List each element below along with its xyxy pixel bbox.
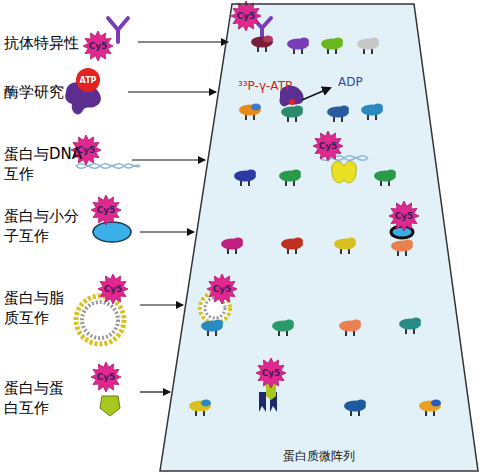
protein-spot xyxy=(239,105,261,116)
protein-spot xyxy=(369,38,379,45)
protein-spot xyxy=(201,400,211,407)
protein-spot xyxy=(221,239,243,250)
protein-spot xyxy=(403,240,413,247)
protein-spot xyxy=(327,107,349,118)
protein-spot xyxy=(333,38,343,45)
cy5-star xyxy=(207,274,237,304)
application-label: 抗体特异性 xyxy=(4,33,94,53)
dna-binding-protein xyxy=(332,161,357,183)
protein-spot xyxy=(373,104,383,111)
dye-label: Cy5 xyxy=(97,372,116,382)
protein-spot xyxy=(357,39,379,50)
phosphate-dot xyxy=(289,99,295,105)
protein-spot xyxy=(386,170,396,177)
protein-spot xyxy=(334,239,356,250)
cy5-star xyxy=(98,274,128,304)
protein-spot xyxy=(344,401,366,412)
protein-spot xyxy=(374,171,396,182)
cy5-star xyxy=(83,31,113,61)
slide-outline: 蛋白质微阵列 xyxy=(158,2,480,473)
cy5-star xyxy=(389,201,419,231)
protein-spot xyxy=(351,320,361,327)
dye-label: Cy5 xyxy=(77,145,96,155)
application-label: 蛋白与小分子互作 xyxy=(4,206,84,246)
protein-spot xyxy=(399,319,421,330)
cy5-star xyxy=(91,195,121,225)
protein-spot xyxy=(233,238,243,245)
pointer-arrows xyxy=(128,42,228,392)
protein-spot xyxy=(346,238,356,245)
protein-spot xyxy=(339,321,361,332)
slide-outline-svg xyxy=(158,2,480,473)
protein-spot xyxy=(279,171,301,182)
application-label: 蛋白与蛋白互作 xyxy=(4,378,68,418)
protein-spot xyxy=(284,320,294,327)
liposome-icon xyxy=(76,296,124,344)
dye-label: Cy5 xyxy=(395,211,414,221)
protein-pair xyxy=(259,384,277,412)
protein-spot xyxy=(281,107,303,118)
protein-spot xyxy=(251,37,273,48)
slide-fill xyxy=(160,4,478,471)
application-label: 蛋白与DNA互作 xyxy=(4,144,84,184)
dye-label: Cy5 xyxy=(319,141,338,151)
protein-spot xyxy=(431,400,441,407)
dye-label: Cy5 xyxy=(237,11,256,21)
protein-probe-icon xyxy=(100,396,120,416)
atp-circle xyxy=(76,68,100,92)
protein-spot xyxy=(321,39,343,50)
cy5-star xyxy=(313,131,343,161)
protein-spot xyxy=(291,170,301,177)
protein-spot xyxy=(281,239,303,250)
slide-border xyxy=(160,4,478,471)
protein-spot xyxy=(201,321,223,332)
protein-spot xyxy=(234,171,256,182)
protein-spot xyxy=(272,321,294,332)
cy5-star xyxy=(231,1,261,31)
molecule-label: ³³P-γ-ATP xyxy=(238,79,292,93)
application-label: 酶学研究 xyxy=(4,82,76,102)
protein-spot xyxy=(287,39,309,50)
slide-caption: 蛋白质微阵列 xyxy=(283,449,355,463)
cy5-star xyxy=(91,362,121,392)
application-label: 蛋白与脂质互作 xyxy=(4,288,68,328)
dye-label: Cy5 xyxy=(97,205,116,215)
dye-label: Cy5 xyxy=(89,41,108,51)
dye-label: Cy5 xyxy=(213,284,232,294)
protein-spot xyxy=(411,318,421,325)
protein-spot xyxy=(251,104,261,111)
dye-label: Cy5 xyxy=(262,368,281,378)
protein-spot xyxy=(391,241,413,252)
protein-spot xyxy=(189,401,211,412)
protein-spot xyxy=(299,38,309,45)
protein-spot xyxy=(361,105,383,116)
molecule-label: ATP xyxy=(80,76,97,85)
protein-spot xyxy=(419,401,441,412)
protein-spot xyxy=(339,106,349,113)
reaction-arrow xyxy=(302,88,330,100)
protein-spot xyxy=(293,238,303,245)
protein-spot xyxy=(246,170,256,177)
protein-spot xyxy=(263,36,273,43)
cy5-star xyxy=(256,358,286,388)
liposome-layer xyxy=(82,302,118,338)
dye-label: Cy5 xyxy=(104,284,123,294)
small-molecule-icon xyxy=(93,222,131,242)
molecule-label: ADP xyxy=(338,75,363,89)
protein-spot xyxy=(213,320,223,327)
protein-spot xyxy=(356,400,366,407)
protein-spot xyxy=(293,106,303,113)
